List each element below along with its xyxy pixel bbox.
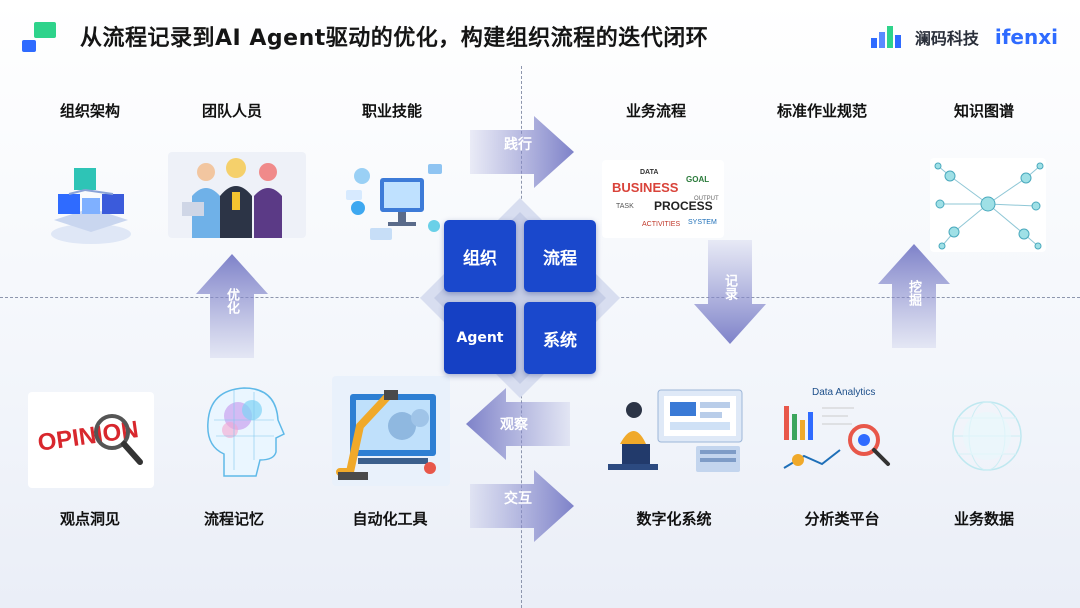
arrow-mine: 挖掘 <box>878 244 950 348</box>
brain-head-icon <box>194 380 290 484</box>
core-system: 系统 <box>524 302 596 374</box>
business-process-wordcloud-icon: DATA BUSINESS GOAL TASK PROCESS ACTIVITI… <box>602 160 724 238</box>
label-knowledge-graph: 知识图谱 <box>953 102 1014 120</box>
analytics-text: Data Analytics <box>812 387 875 398</box>
arrow-practice: 践行 <box>470 116 574 188</box>
label-automation-tools: 自动化工具 <box>352 510 428 528</box>
wordcloud-word: BUSINESS <box>612 180 679 195</box>
business-data-icon <box>938 392 1036 480</box>
arrow-mine-label: 挖掘 <box>906 280 921 306</box>
label-opinion: 观点洞见 <box>59 510 120 528</box>
header: 从流程记录到AI Agent驱动的优化，构建组织流程的迭代闭环 澜码科技 ife… <box>0 0 1080 66</box>
arrow-practice-label: 践行 <box>504 137 532 153</box>
wordcloud-word: OUTPUT <box>694 196 719 202</box>
label-sop: 标准作业规范 <box>776 102 867 120</box>
label-team-people: 团队人员 <box>201 102 262 120</box>
core-hub: 组织 流程 Agent 系统 <box>420 198 620 398</box>
wordcloud-word: TASK <box>616 203 634 210</box>
wordcloud-word: ACTIVITIES <box>642 221 680 228</box>
brand-name-cn: 澜码科技 <box>914 29 979 48</box>
label-analytics-platform: 分析类平台 <box>804 510 880 528</box>
brand-bars-icon <box>870 26 905 48</box>
analytics-platform-icon: Data Analytics <box>778 384 906 480</box>
robot-arm-icon <box>332 376 450 486</box>
page-title: 从流程记录到AI Agent驱动的优化，构建组织流程的迭代闭环 <box>80 26 709 51</box>
label-skills: 职业技能 <box>361 102 422 120</box>
slide-logo-icon <box>22 22 58 54</box>
skills-icon <box>340 152 446 246</box>
arrow-observe: 观察 <box>466 388 570 460</box>
wordcloud-word: DATA <box>640 169 658 176</box>
opinion-magnifier-icon: OPINION <box>28 392 154 488</box>
arrow-interact-label: 交互 <box>504 491 532 507</box>
core-process: 流程 <box>524 220 596 292</box>
digital-system-icon <box>600 386 752 478</box>
label-org-structure: 组织架构 <box>59 102 120 120</box>
core-agent: Agent <box>444 302 516 374</box>
knowledge-graph-icon <box>930 158 1046 252</box>
arrow-observe-label: 观察 <box>500 417 528 433</box>
label-business-data: 业务数据 <box>953 510 1014 528</box>
arrow-interact: 交互 <box>470 470 574 542</box>
brand-logo: 澜码科技 ifenxi <box>870 22 1058 52</box>
core-org: 组织 <box>444 220 516 292</box>
wordcloud-word: GOAL <box>686 175 709 184</box>
label-digital-system: 数字化系统 <box>636 510 712 528</box>
org-structure-icon <box>44 158 138 248</box>
arrow-record: 记录 <box>694 240 766 344</box>
wordcloud-word: PROCESS <box>654 199 713 213</box>
arrow-record-label: 记录 <box>722 274 737 300</box>
team-people-icon <box>168 152 306 238</box>
arrow-optimize: 优化 <box>196 254 268 358</box>
label-process-memory: 流程记忆 <box>203 510 264 528</box>
arrow-optimize-label: 优化 <box>224 288 239 314</box>
label-business-process: 业务流程 <box>625 102 686 120</box>
wordcloud-word: SYSTEM <box>688 219 717 226</box>
brand-name-en: ifenxi <box>994 25 1058 49</box>
